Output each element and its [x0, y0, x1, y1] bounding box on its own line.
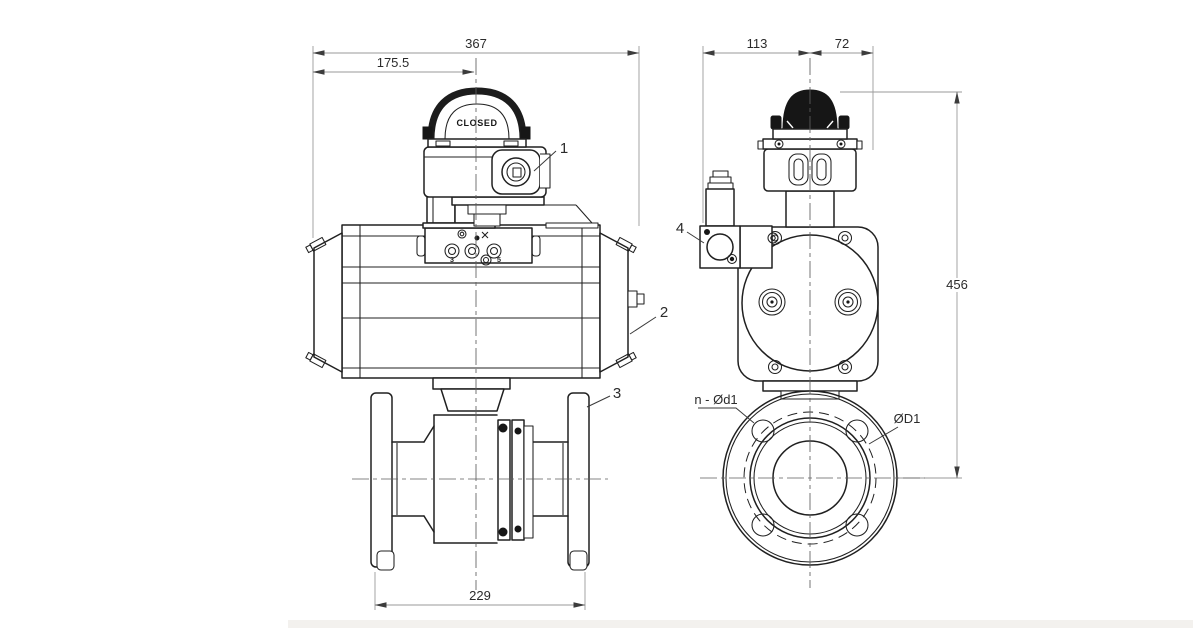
bolt-hole: [845, 513, 869, 537]
valve-right-flange: [567, 392, 590, 568]
din-connector: [706, 233, 734, 261]
label-bolt-circle: ØD1: [894, 411, 921, 426]
ball-valve-front: [370, 392, 590, 571]
solenoid-valve-side: [699, 170, 779, 269]
callout-valve-flange: 3: [613, 385, 621, 402]
exhaust-mark: [474, 235, 480, 241]
dim-stem-offset: 175.5: [377, 55, 410, 70]
indicator-label: CLOSED: [456, 118, 497, 128]
limit-switch-box: [423, 146, 551, 198]
callout-actuator: 2: [660, 304, 668, 321]
side-view: [699, 89, 898, 566]
switchbox-bracket: [451, 196, 599, 229]
callout-solenoid-valve: 4: [676, 220, 684, 237]
cap-screws: [758, 288, 862, 316]
bolt-hole: [845, 419, 869, 443]
bolt-hole: [751, 513, 775, 537]
actuator-front: [305, 224, 645, 379]
dim-width-left: 113: [747, 36, 768, 51]
endcap-bolts: [305, 236, 637, 369]
gland-ear: [540, 153, 551, 189]
cable-gland: [501, 157, 531, 187]
dim-width-right: 72: [835, 36, 849, 51]
air-fitting: [627, 290, 638, 308]
front-view: 3 5: [305, 87, 645, 571]
port-number-right: 5: [497, 255, 501, 264]
callout-limit-switch-box: 1: [560, 140, 568, 157]
valve-left-flange: [370, 392, 393, 568]
dim-overall-height: 456: [946, 277, 968, 292]
actuator-right-endcap: [599, 232, 629, 373]
dim-overall-length: 367: [465, 36, 487, 51]
position-indicator-dome: CLOSED: [422, 87, 531, 148]
centerlines: [352, 58, 925, 590]
namur-block: 3 5: [416, 227, 541, 266]
mounting-bracket: [432, 377, 511, 412]
endplate-corner-bolts: [767, 230, 853, 375]
dim-face-to-face: 229: [469, 588, 491, 603]
label-bolt-holes: n - Ød1: [694, 392, 737, 407]
annotations: 367 175.5 229 113 72 456 1 2 3 4 n - Ød1…: [377, 36, 974, 603]
bolt-hole: [751, 419, 775, 443]
actuator-left-endcap: [313, 232, 343, 373]
port-number-left: 3: [450, 255, 454, 264]
bottom-crop-bar: [288, 620, 1193, 628]
